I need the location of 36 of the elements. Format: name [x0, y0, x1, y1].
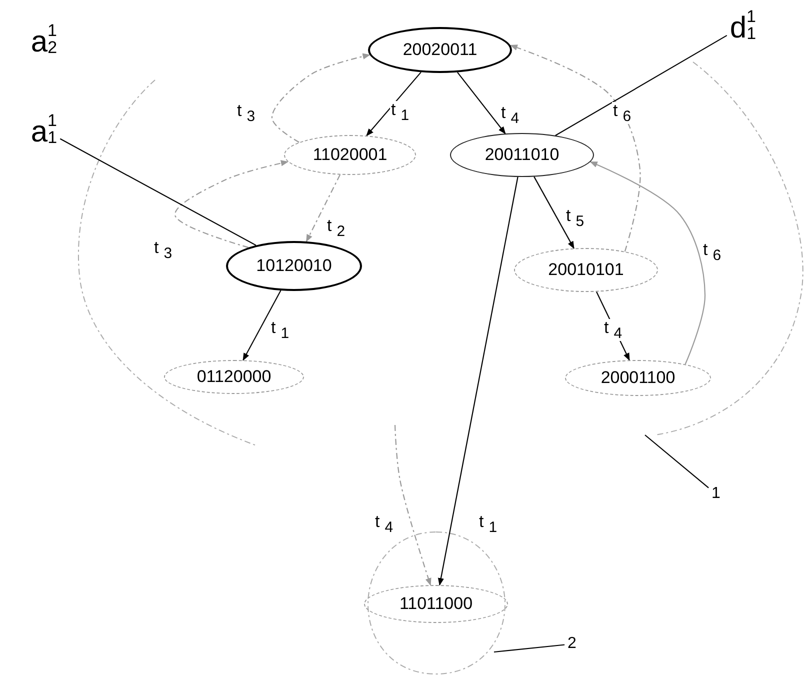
state-ellipse: [450, 133, 594, 177]
transition-arrow: [306, 174, 341, 242]
transition-arrow: [438, 176, 518, 586]
leader-line: [644, 434, 709, 488]
transition-arrow: [590, 161, 706, 364]
state-ellipse: [364, 585, 508, 623]
state-label: 20020011: [402, 40, 478, 60]
edge-label: t$_{4}$: [602, 318, 624, 342]
region-number: 2: [568, 636, 576, 652]
transition-arrow: [510, 44, 641, 252]
state-label: 10120010: [256, 256, 332, 276]
state-label: 01120000: [196, 367, 272, 387]
state-ellipse: [226, 241, 362, 291]
state-label: 20010101: [548, 260, 624, 280]
state-ellipse: [164, 360, 304, 394]
state-label: 20001100: [600, 368, 676, 388]
state-ellipse: [368, 27, 512, 73]
transition-arrow: [271, 53, 370, 143]
leader-line: [555, 34, 728, 136]
region-number: 1: [712, 486, 720, 502]
transition-arrow: [457, 72, 506, 134]
leader-line: [60, 138, 256, 246]
state-label: 11011000: [399, 594, 473, 614]
transition-arrow: [596, 292, 630, 361]
transition-arrow: [174, 160, 289, 248]
state-label: 20011010: [484, 145, 560, 165]
transition-arrow: [366, 72, 422, 136]
state-ellipse: [565, 360, 711, 396]
transition-arrow: [242, 290, 282, 361]
state-ellipse: [284, 135, 416, 175]
state-label: 11020001: [312, 145, 388, 165]
transition-arrow: [394, 424, 432, 586]
leader-line: [494, 644, 565, 653]
state-ellipse: [514, 248, 658, 292]
edge-label: t$_{6}$: [612, 102, 632, 124]
transition-arrow: [534, 176, 574, 249]
